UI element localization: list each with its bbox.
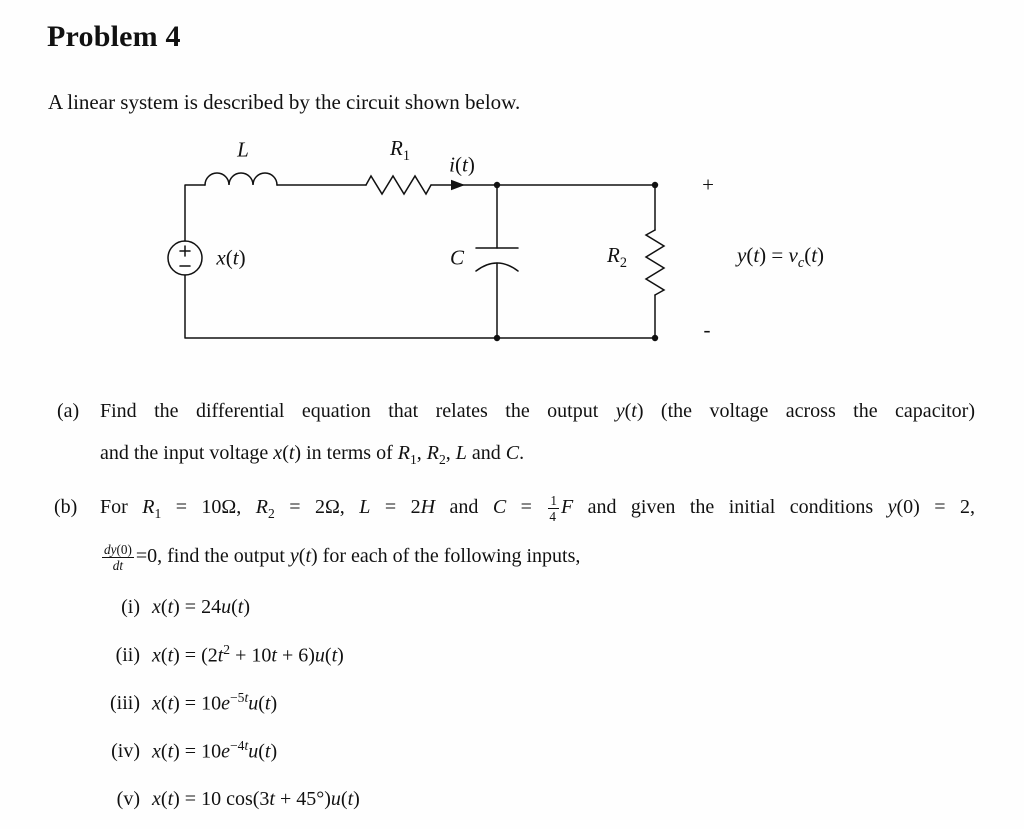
source-label: x(t): [216, 245, 246, 270]
junction-dot: [493, 334, 501, 342]
circuit-diagram: L R1 i(t) x(t) C R2 + - y(t) = vc(t): [160, 136, 860, 353]
inductor-label: L: [237, 137, 249, 162]
output-label: y(t) = vc(t): [737, 243, 825, 272]
item-expression: x(t) = 10e−5tu(t): [152, 690, 278, 715]
input-item-ii: (ii) x(t) = (2t2 + 10t + 6)u(t): [90, 631, 360, 679]
intro-text: A linear system is described by the circ…: [48, 90, 521, 114]
input-item-i: (i) x(t) = 24u(t): [90, 583, 360, 631]
circuit-svg: [167, 172, 666, 342]
item-expression: x(t) = 10 cos(3t + 45°)u(t): [152, 787, 360, 810]
current-label: i(t): [449, 152, 475, 177]
junction-dot: [493, 181, 501, 189]
part-b-label: (b): [54, 496, 78, 518]
part-a-line2: and the input voltage x(t) in terms of R…: [100, 442, 525, 467]
junction-dot: [651, 334, 659, 342]
item-expression: x(t) = 24u(t): [152, 595, 250, 618]
item-label: (i): [121, 595, 140, 618]
part-a-label: (a): [57, 400, 80, 422]
input-item-v: (v) x(t) = 10 cos(3t + 45°)u(t): [90, 775, 360, 823]
resistor1-label: R1: [390, 136, 410, 165]
part-a-line1: Find the differential equation that rela…: [100, 400, 975, 422]
item-label: (ii): [115, 643, 140, 666]
current-arrow-icon: [451, 179, 465, 191]
junction-dot: [651, 181, 659, 189]
item-label: (v): [116, 787, 140, 810]
inductor-symbol: [204, 172, 278, 186]
resistor1-symbol: [365, 174, 432, 196]
part-b: (b) For R1 = 10Ω, R2 = 2Ω, L = 2H and C …: [54, 486, 975, 577]
page-title: Problem 4: [47, 20, 181, 53]
output-minus-sign: -: [703, 317, 711, 342]
item-label: (iv): [111, 739, 140, 762]
resistor2-symbol: [644, 229, 666, 296]
voltage-source-symbol: [167, 240, 203, 276]
input-item-iii: (iii) x(t) = 10e−5tu(t): [90, 679, 360, 727]
part-b-line2: dy(0)dt=0, find the output y(t) for each…: [102, 541, 581, 573]
plus-minus-marks: [179, 245, 191, 267]
item-label: (iii): [110, 691, 140, 714]
item-expression: x(t) = 10e−4tu(t): [152, 738, 278, 763]
resistor2-label: R2: [607, 243, 627, 272]
input-item-iv: (iv) x(t) = 10e−4tu(t): [90, 727, 360, 775]
output-plus-sign: +: [702, 172, 714, 197]
capacitor-label: C: [449, 245, 465, 270]
part-a: (a) Find the differential equation that …: [57, 390, 975, 481]
capacitor-symbol: [475, 247, 519, 272]
circuit-wires: [184, 184, 656, 339]
item-expression: x(t) = (2t2 + 10t + 6)u(t): [152, 642, 344, 667]
inputs-list: (i) x(t) = 24u(t) (ii) x(t) = (2t2 + 10t…: [90, 583, 360, 823]
